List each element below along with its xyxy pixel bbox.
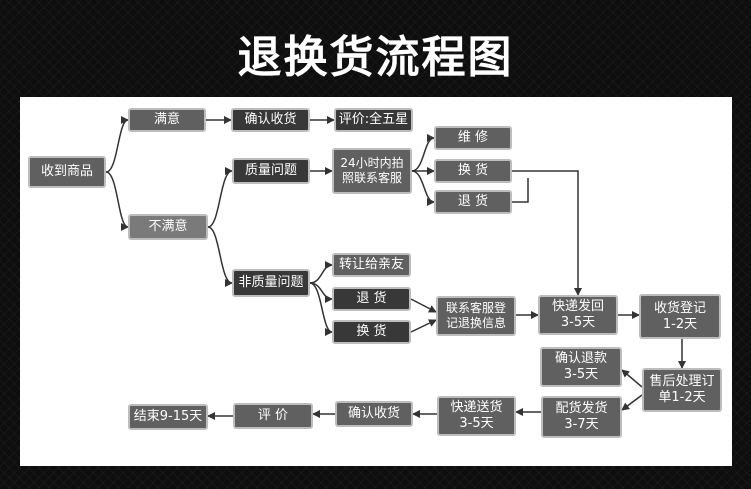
node-unsatisfied: 不满意: [128, 214, 208, 240]
node-exchange-top: 换 货: [434, 159, 512, 183]
node-review-five-star: 评价:全五星: [334, 108, 413, 132]
node-receive-register: 收货登记 1-2天: [639, 294, 721, 339]
node-satisfied: 满意: [128, 108, 206, 132]
node-confirm-receipt-bottom: 确认收货: [335, 401, 413, 427]
node-express-return: 快递发回 3-5天: [538, 295, 618, 335]
node-return-mid: 退 货: [332, 287, 411, 311]
node-repair: 维 修: [434, 126, 512, 150]
node-end: 结束9-15天: [128, 404, 208, 430]
node-confirm-receipt-top: 确认收货: [231, 108, 310, 132]
node-quality-issue: 质量问题: [232, 158, 310, 184]
node-after-sale: 售后处理订 单1-2天: [642, 368, 722, 412]
node-express-delivery: 快递送货 3-5天: [437, 396, 516, 436]
node-review: 评 价: [233, 403, 313, 429]
node-exchange-mid: 换 货: [332, 320, 411, 344]
node-contact-register: 联系客服登 记退换信息: [436, 296, 516, 336]
node-ship-goods: 配货发货 3-7天: [541, 396, 622, 438]
node-contact-24h: 24小时内拍 照联系客服: [332, 148, 412, 194]
node-confirm-refund: 确认退款 3-5天: [540, 347, 622, 387]
page-title: 退换货流程图: [237, 32, 514, 83]
node-transfer-friend: 转让给亲友: [332, 253, 411, 277]
node-non-quality-issue: 非质量问题: [232, 269, 310, 297]
node-received: 收到商品: [28, 156, 106, 188]
node-return-top: 退 货: [434, 190, 512, 214]
